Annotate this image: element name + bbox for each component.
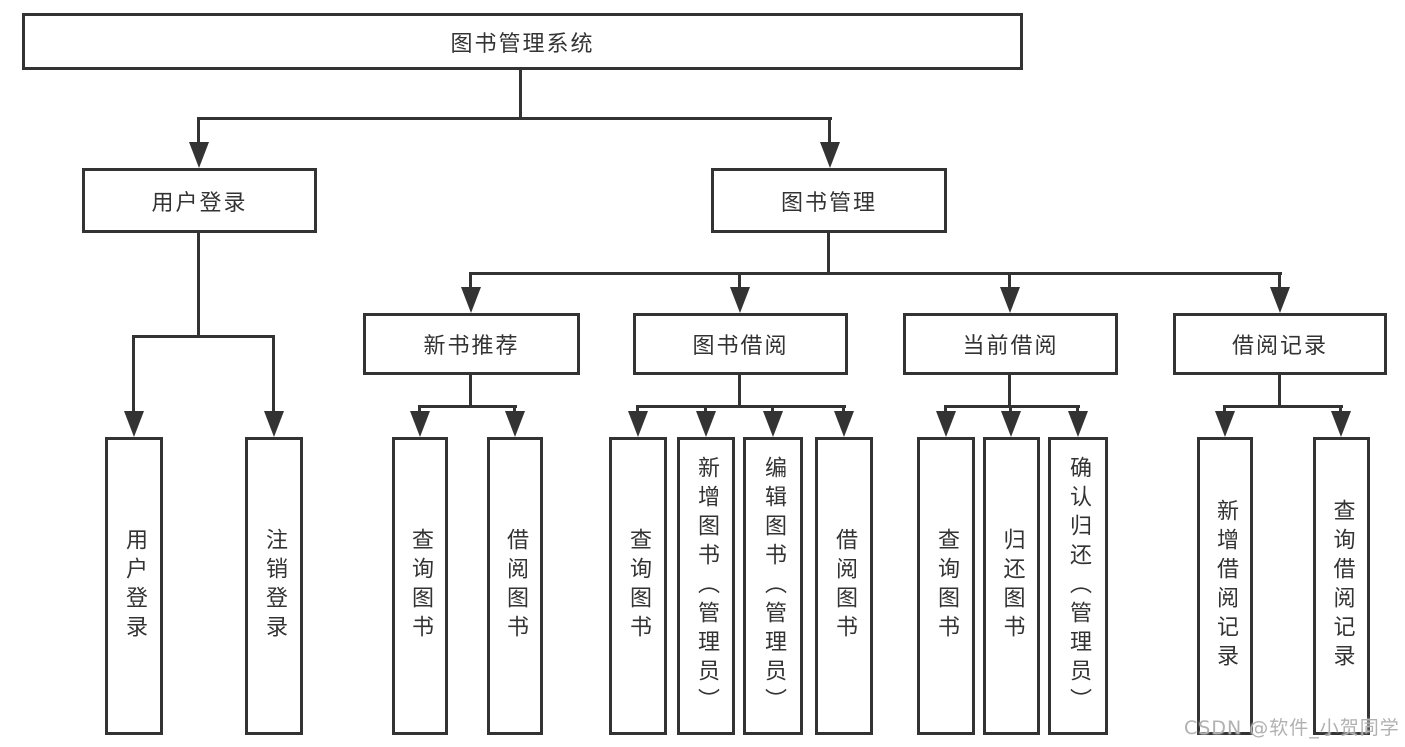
leaf-recommend-borrow-books-label: 借阅图书 <box>503 528 528 644</box>
leaf-confirm-return-admin-label: 确认归还（管理员） <box>1066 455 1091 717</box>
leaf-query-borrow-record: 查询借阅记录 <box>1313 437 1370 735</box>
leaf-add-borrow-record: 新增借阅记录 <box>1197 437 1253 735</box>
arrow-down-icon <box>1331 411 1351 437</box>
connector-line <box>842 406 845 413</box>
connector-line <box>272 336 275 413</box>
node-library-system-label: 图书管理系统 <box>450 31 595 57</box>
connector-line <box>1008 375 1011 407</box>
node-borrowing-records: 借阅记录 <box>1173 313 1387 375</box>
connector-line <box>132 336 135 413</box>
arrow-down-icon <box>1215 411 1235 437</box>
leaf-query-borrow-record-label: 查询借阅记录 <box>1329 499 1355 673</box>
arrow-down-icon <box>1270 287 1290 313</box>
connector-line <box>418 405 517 408</box>
csdn-watermark: CSDN @软件_小贺同学 <box>1184 717 1400 739</box>
arrow-down-icon <box>264 411 284 437</box>
leaf-add-book-admin: 新增图书（管理员） <box>677 437 735 735</box>
connector-line <box>738 375 741 407</box>
leaf-return-books: 归还图书 <box>983 437 1040 735</box>
node-borrowing-records-label: 借阅记录 <box>1231 334 1328 359</box>
arrow-down-icon <box>763 411 783 437</box>
node-current-borrowing: 当前借阅 <box>903 313 1118 375</box>
arrow-down-icon <box>505 411 525 437</box>
connector-line <box>197 233 200 336</box>
connector-line <box>771 406 774 413</box>
leaf-borrowing-query-books: 查询图书 <box>609 437 667 735</box>
leaf-current-query-books-label: 查询图书 <box>934 528 959 644</box>
connector-line <box>1076 406 1079 413</box>
leaf-borrowing-query-books-label: 查询图书 <box>626 528 651 644</box>
arrow-down-icon <box>461 287 481 313</box>
connector-line <box>469 272 1282 275</box>
leaf-current-query-books: 查询图书 <box>917 437 975 735</box>
connector-line <box>1223 405 1343 408</box>
leaf-recommend-borrow-books: 借阅图书 <box>487 437 543 735</box>
leaf-borrowing-borrow-books-label: 借阅图书 <box>832 528 857 644</box>
connector-line <box>704 406 707 413</box>
connector-line <box>1223 406 1226 413</box>
connector-line <box>636 406 639 413</box>
node-book-management-label: 图书管理 <box>780 190 877 216</box>
leaf-recommend-query-books: 查询图书 <box>392 437 448 735</box>
node-book-borrowing-label: 图书借阅 <box>692 334 789 359</box>
connector-line <box>1009 406 1012 413</box>
connector-line <box>197 118 200 144</box>
connector-line <box>1278 375 1281 407</box>
leaf-add-borrow-record-label: 新增借阅记录 <box>1213 499 1238 673</box>
arrow-down-icon <box>820 142 840 168</box>
connector-line <box>828 118 831 144</box>
leaf-logout-label: 注销登录 <box>262 528 287 644</box>
connector-line <box>519 69 522 119</box>
arrow-down-icon <box>1068 411 1088 437</box>
leaf-edit-book-admin-label: 编辑图书（管理员） <box>761 455 786 717</box>
connector-line <box>944 406 947 413</box>
connector-line <box>944 405 1080 408</box>
connector-line <box>132 335 275 338</box>
node-current-borrowing-label: 当前借阅 <box>962 334 1059 359</box>
arrow-down-icon <box>1001 411 1021 437</box>
arrow-down-icon <box>1000 287 1020 313</box>
connector-line <box>197 117 832 120</box>
leaf-recommend-query-books-label: 查询图书 <box>408 528 433 644</box>
node-user-login: 用户登录 <box>82 168 317 233</box>
connector-line <box>738 273 741 289</box>
node-new-book-recommend-label: 新书推荐 <box>423 334 520 359</box>
connector-line <box>469 273 472 289</box>
leaf-user-login-label: 用户登录 <box>122 528 147 644</box>
connector-line <box>418 406 421 413</box>
connector-line <box>469 375 472 407</box>
connector-line <box>827 233 830 274</box>
node-book-management: 图书管理 <box>711 168 947 233</box>
connector-line <box>1339 406 1342 413</box>
connector-line <box>636 405 846 408</box>
arrow-down-icon <box>410 411 430 437</box>
leaf-confirm-return-admin: 确认归还（管理员） <box>1048 437 1108 735</box>
arrow-down-icon <box>124 411 144 437</box>
node-library-system: 图书管理系统 <box>22 13 1023 70</box>
arrow-down-icon <box>834 411 854 437</box>
leaf-return-books-label: 归还图书 <box>999 528 1025 644</box>
arrow-down-icon <box>696 411 716 437</box>
arrow-down-icon <box>730 287 750 313</box>
leaf-add-book-admin-label: 新增图书（管理员） <box>694 455 719 717</box>
connector-line <box>513 406 516 413</box>
connector-line <box>1278 273 1281 289</box>
node-book-borrowing: 图书借阅 <box>633 313 848 375</box>
arrow-down-icon <box>189 142 209 168</box>
node-new-book-recommend: 新书推荐 <box>363 313 580 375</box>
leaf-borrowing-borrow-books: 借阅图书 <box>815 437 873 735</box>
node-user-login-label: 用户登录 <box>151 190 248 216</box>
leaf-user-login: 用户登录 <box>105 437 163 735</box>
connector-line <box>1008 273 1011 289</box>
leaf-logout: 注销登录 <box>245 437 303 735</box>
arrow-down-icon <box>628 411 648 437</box>
arrow-down-icon <box>936 411 956 437</box>
leaf-edit-book-admin: 编辑图书（管理员） <box>743 437 803 735</box>
